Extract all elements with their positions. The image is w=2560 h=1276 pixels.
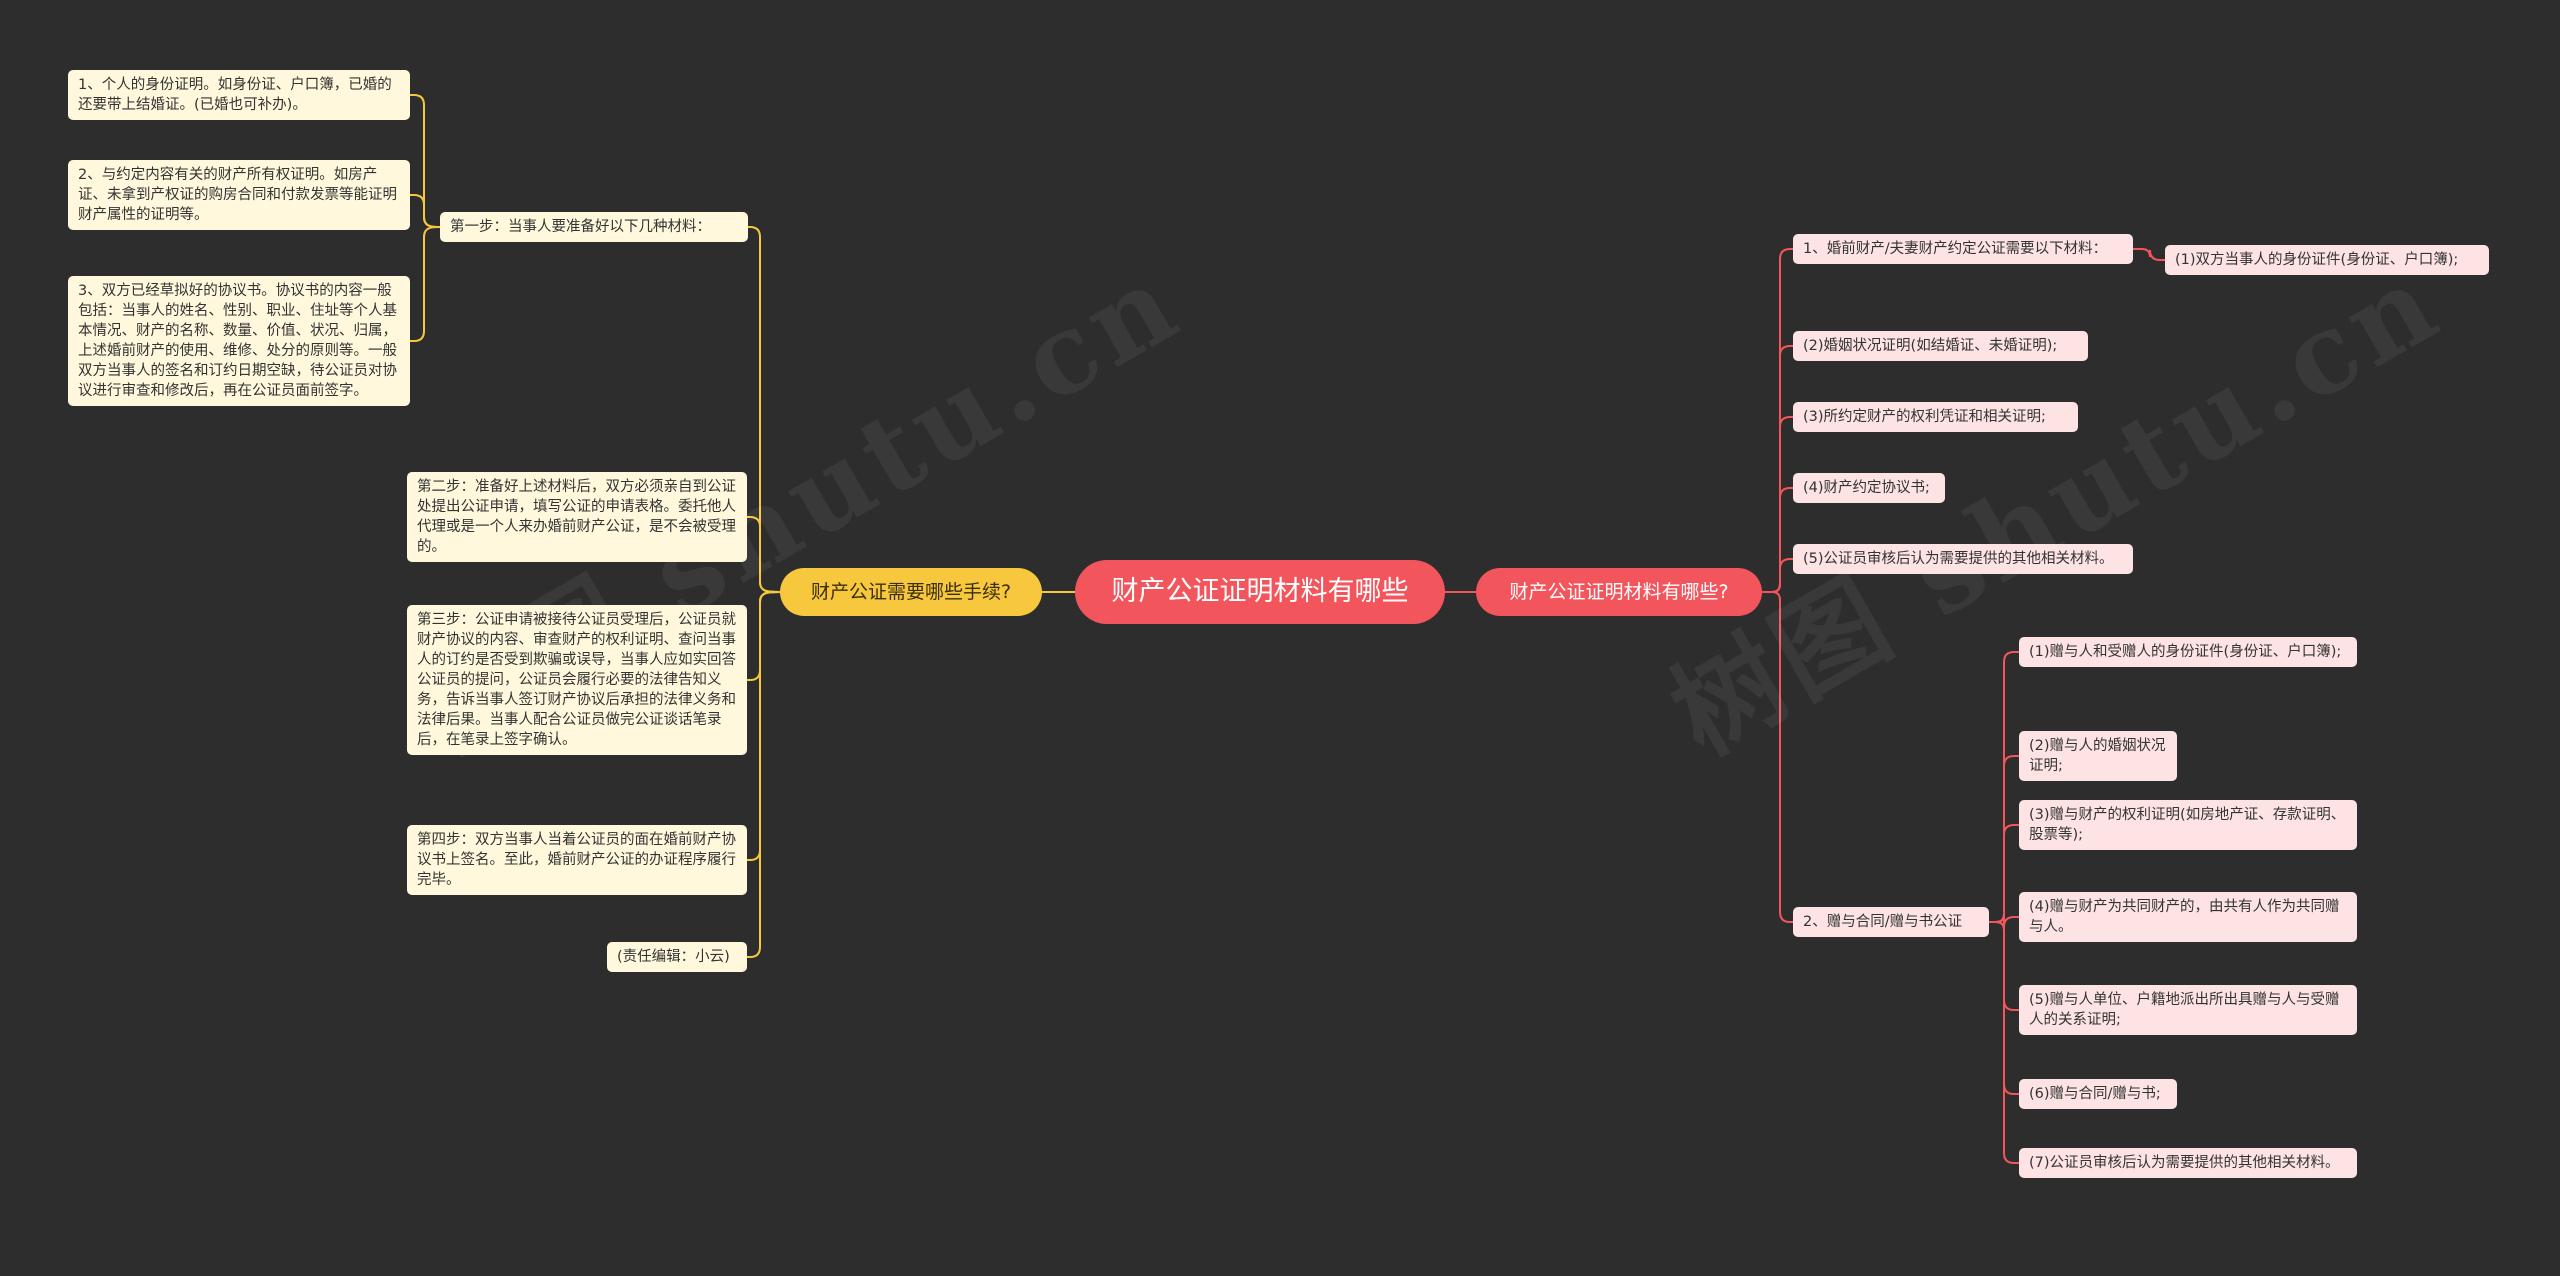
- step1-item-id-proof[interactable]: 1、个人的身份证明。如身份证、户口簿，已婚的还要带上结婚证。(已婚也可补办)。: [68, 70, 410, 120]
- gift-item-relationship-proof[interactable]: (5)赠与人单位、户籍地派出所出具赠与人与受赠人的关系证明;: [2019, 985, 2357, 1035]
- group-prenuptial[interactable]: 1、婚前财产/夫妻财产约定公证需要以下材料：: [1793, 234, 2133, 264]
- step4-node[interactable]: 第四步：双方当事人当着公证员的面在婚前财产协议书上签名。至此，婚前财产公证的办证…: [407, 825, 747, 895]
- group1-connector: [2133, 248, 2165, 261]
- gift-item-contract[interactable]: (6)赠与合同/赠与书;: [2019, 1079, 2177, 1109]
- gift-item-id[interactable]: (1)赠与人和受赠人的身份证件(身份证、户口簿);: [2019, 637, 2357, 667]
- step1-item-agreement[interactable]: 3、双方已经草拟好的协议书。协议书的内容一般包括：当事人的姓名、性别、职业、住址…: [68, 276, 410, 406]
- gift-item-marriage-status[interactable]: (2)赠与人的婚姻状况证明;: [2019, 731, 2177, 781]
- step3-node[interactable]: 第三步：公证申请被接待公证员受理后，公证员就财产协议的内容、审查财产的权利证明、…: [407, 605, 747, 755]
- gift-item-joint-property[interactable]: (4)赠与财产为共同财产的，由共有人作为共同赠与人。: [2019, 892, 2357, 942]
- gift-item-other[interactable]: (7)公证员审核后认为需要提供的其他相关材料。: [2019, 1148, 2357, 1178]
- material-marriage-status[interactable]: (2)婚姻状况证明(如结婚证、未婚证明);: [1793, 331, 2088, 361]
- group2-connector: [1989, 921, 2019, 1164]
- root-topic[interactable]: 财产公证证明材料有哪些: [1075, 560, 1445, 624]
- material-other[interactable]: (5)公证员审核后认为需要提供的其他相关材料。: [1793, 544, 2133, 574]
- step2-node[interactable]: 第二步：准备好上述材料后，双方必须亲自到公证处提出公证申请，填写公证的申请表格。…: [407, 472, 747, 562]
- group2-connector: [1989, 824, 2019, 923]
- material-agreement[interactable]: (4)财产约定协议书;: [1793, 473, 1945, 503]
- right-branch-connector: [1762, 345, 1793, 593]
- step1-connector: [410, 226, 441, 342]
- right-branch-connector: [1762, 248, 1793, 593]
- group-gift-contract[interactable]: 2、赠与合同/赠与书公证: [1793, 907, 1989, 937]
- step1-item-property-proof[interactable]: 2、与约定内容有关的财产所有权证明。如房产证、未拿到产权证的购房合同和付款发票等…: [68, 160, 410, 230]
- left-branch-connector: [747, 591, 781, 861]
- group-prenuptial-item-id[interactable]: (1)双方当事人的身份证件(身份证、户口簿);: [2165, 245, 2489, 275]
- editor-credit[interactable]: (责任编辑：小云): [607, 942, 747, 972]
- material-property-rights[interactable]: (3)所约定财产的权利凭证和相关证明;: [1793, 402, 2078, 432]
- branch-procedures[interactable]: 财产公证需要哪些手续?: [780, 568, 1042, 616]
- gift-item-property-proof[interactable]: (3)赠与财产的权利证明(如房地产证、存款证明、股票等);: [2019, 800, 2357, 850]
- right-branch-connector: [1762, 591, 1793, 923]
- step1-node[interactable]: 第一步：当事人要准备好以下几种材料：: [440, 212, 748, 242]
- branch-materials[interactable]: 财产公证证明材料有哪些?: [1476, 568, 1762, 616]
- left-branch-connector: [747, 591, 781, 958]
